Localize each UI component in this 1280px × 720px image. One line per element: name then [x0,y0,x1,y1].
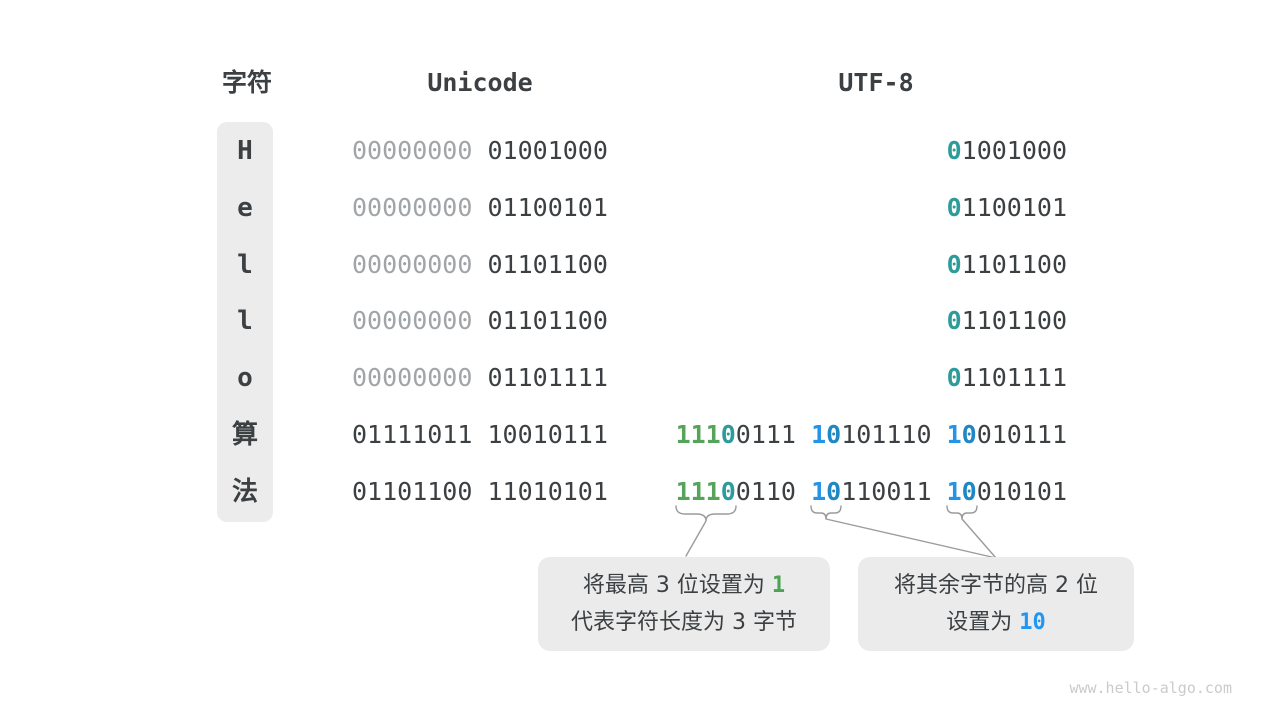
utf8-binary-segment: 0 [946,136,962,165]
utf8-binary-segment: 1 [946,477,962,506]
utf8-binary-segment [932,420,947,449]
utf8-binary-segment [796,420,811,449]
utf8-binary-segment: 010101 [976,477,1067,506]
unicode-binary-segment: 01101100 [487,306,608,335]
utf8-binary-segment: 0 [961,477,977,506]
column-header-unicode: Unicode [427,68,533,97]
callout-left-2-segment: 代表字符长度为 3 字节 [571,610,797,635]
utf8-binary-segment: 1101111 [961,363,1067,392]
unicode-binary-segment: 01100101 [487,193,608,222]
utf8-binary-segment: 0 [720,420,736,449]
callout-left-1-segment: 1 [771,573,786,598]
unicode-binary-segment: 00000000 [352,306,473,335]
callout-right-1-segment: 将其余字节的高 2 位 [894,573,1098,598]
utf8-binary-segment: 1 [811,477,827,506]
watermark-url: www.hello-algo.com [1069,679,1232,697]
unicode-binary-segment: 00000000 [352,193,473,222]
utf8-binary-cell: 11100110 10110011 10010101 [676,464,1067,520]
callout-continuation-line-1: 将其余字节的高 2 位 [894,567,1098,604]
utf8-binary-cell: 01101100 [947,293,1067,349]
character-cell: 算 [231,420,258,450]
unicode-binary-segment [472,306,487,335]
unicode-binary-cell: 01111011 10010111 [352,407,608,463]
callout-continuation-byte-rule: 将其余字节的高 2 位 设置为 10 [858,557,1134,651]
unicode-binary-segment: 00000000 [352,136,473,165]
utf8-binary-segment: 0 [961,420,977,449]
unicode-binary-segment: 10010111 [487,420,608,449]
utf8-binary-segment: 1001000 [961,136,1067,165]
character-cell: l [237,250,253,280]
unicode-binary-segment: 00000000 [352,250,473,279]
column-header-utf8: UTF-8 [838,68,914,97]
character-column-background [217,122,273,522]
utf8-binary-segment: 111 [675,420,721,449]
utf8-binary-segment: 0 [946,306,962,335]
utf8-binary-segment: 0 [946,363,962,392]
utf8-binary-segment: 1100101 [961,193,1067,222]
callout-right-2-segment: 设置为 [946,610,1020,635]
unicode-binary-segment: 00000000 [352,363,473,392]
utf8-binary-cell: 01100101 [947,180,1067,236]
unicode-binary-cell: 00000000 01001000 [352,123,608,179]
utf8-binary-segment: 0 [946,193,962,222]
unicode-binary-segment: 01101100 [487,250,608,279]
character-cell: o [237,363,253,393]
unicode-binary-cell: 00000000 01101100 [352,293,608,349]
utf8-binary-segment: 1101100 [961,306,1067,335]
unicode-binary-segment [472,193,487,222]
character-cell: e [237,193,253,223]
utf8-binary-segment: 101110 [841,420,932,449]
utf8-binary-segment: 0 [826,477,842,506]
callout-leading-line-1: 将最高 3 位设置为 1 [583,567,785,604]
utf8-binary-cell: 11100111 10101110 10010111 [676,407,1067,463]
utf8-binary-cell: 01001000 [947,123,1067,179]
column-header-character: 字符 [221,68,272,97]
unicode-binary-segment: 01101111 [487,363,608,392]
utf8-binary-segment [932,477,947,506]
utf8-binary-segment: 1101100 [961,250,1067,279]
utf8-binary-segment: 1 [946,420,962,449]
utf8-binary-segment: 0 [946,250,962,279]
connector-line-continuation-1 [825,518,997,559]
unicode-binary-segment [472,250,487,279]
utf8-binary-segment: 111 [675,477,721,506]
utf8-binary-segment: 110011 [841,477,932,506]
unicode-binary-cell: 00000000 01100101 [352,180,608,236]
callout-right-2-segment: 10 [1019,610,1046,635]
connector-line-continuation-2 [961,518,997,559]
utf8-binary-segment: 0110 [735,477,796,506]
callout-leading-line-2: 代表字符长度为 3 字节 [571,604,797,641]
unicode-binary-segment [472,136,487,165]
character-cell: 法 [231,477,258,507]
utf8-binary-segment: 0 [826,420,842,449]
character-cell: l [237,306,253,336]
utf8-binary-segment: 1 [811,420,827,449]
unicode-binary-segment [472,363,487,392]
unicode-binary-segment: 01111011 [352,420,473,449]
utf8-binary-cell: 01101100 [947,237,1067,293]
unicode-binary-segment [472,420,487,449]
unicode-binary-cell: 00000000 01101111 [352,350,608,406]
utf8-binary-cell: 01101111 [947,350,1067,406]
unicode-binary-cell: 01101100 11010101 [352,464,608,520]
unicode-binary-cell: 00000000 01101100 [352,237,608,293]
utf8-binary-segment [796,477,811,506]
unicode-binary-segment [472,477,487,506]
character-cell: H [237,136,253,166]
utf8-binary-segment: 010111 [976,420,1067,449]
connector-line-leading [685,520,707,557]
unicode-binary-segment: 01101100 [352,477,473,506]
unicode-binary-segment: 11010101 [487,477,608,506]
utf8-binary-segment: 0 [720,477,736,506]
utf8-binary-segment: 0111 [735,420,796,449]
callout-continuation-line-2: 设置为 10 [946,604,1046,641]
callout-leading-byte-rule: 将最高 3 位设置为 1 代表字符长度为 3 字节 [538,557,830,651]
unicode-binary-segment: 01001000 [487,136,608,165]
callout-left-1-segment: 将最高 3 位设置为 [582,573,772,598]
